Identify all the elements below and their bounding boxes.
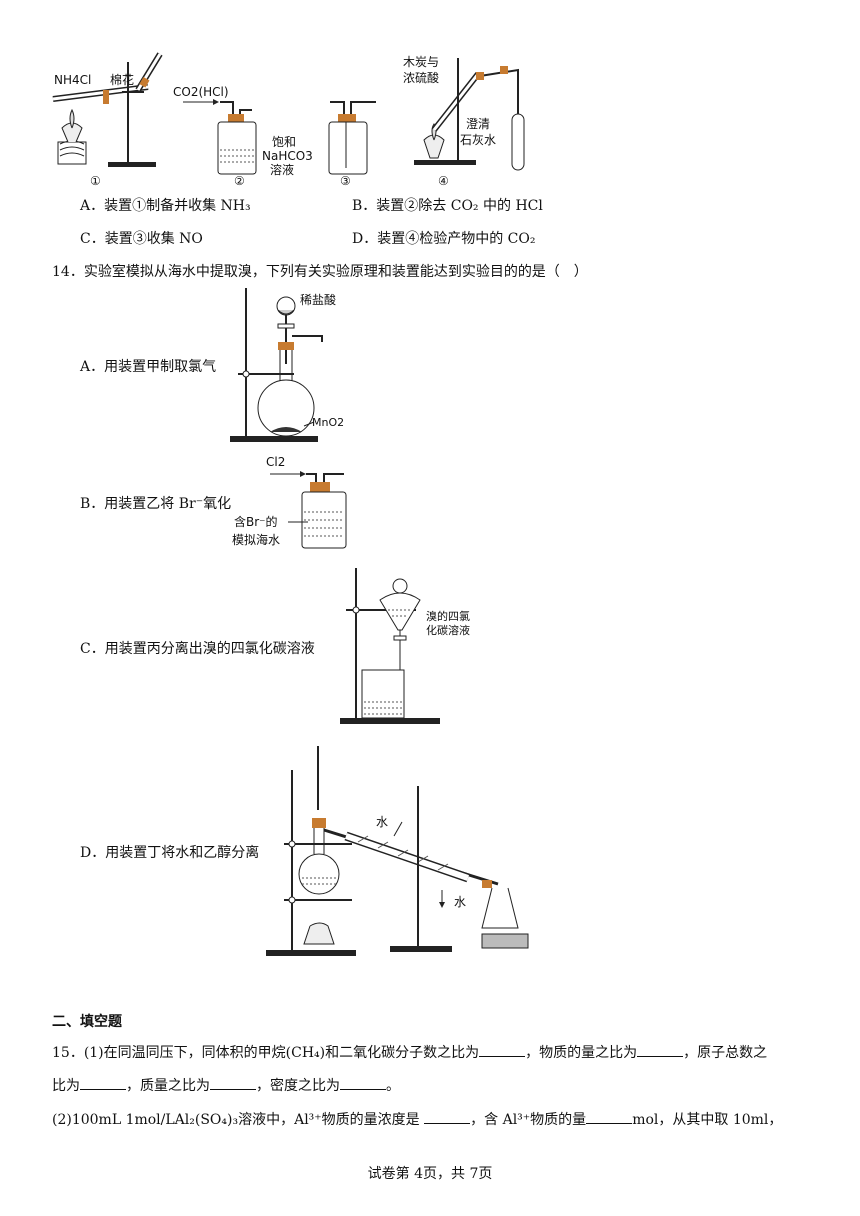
label-saturated: 饱和 [272,134,296,149]
fig4-number: ④ [438,174,449,188]
fig4-charcoal-acid-apparatus: 木炭与 浓硫酸 澄清 石灰水 ④ [403,55,525,188]
q15-p2-c: mol，从其中取 10ml， [632,1112,783,1128]
label-water-out: 水 [454,895,466,909]
label-cotton: 棉花 [110,72,134,87]
apparatus-bing-separatory-funnel: 溴的四氯 化碳溶液 [340,568,470,724]
q13-option-d: D．装置④检验产物中的 CO₂ [352,231,536,247]
q15-p1-f: ，密度之比为 [256,1078,340,1094]
blank-density-ratio[interactable] [340,1075,386,1090]
blank-molecule-ratio[interactable] [479,1042,526,1057]
q15-p1-c: ，原子总数之 [683,1045,768,1061]
apparatus-yi-oxidation-bottle: Cl2 含Br⁻的 模拟海水 [232,455,347,549]
page-footer: 试卷第 4页，共 7页 [367,1166,493,1182]
q13-option-a: A．装置①制备并收集 NH₃ [80,198,251,214]
q14-stem: 14．实验室模拟从海水中提取溴，下列有关实验原理和装置能达到实验目的的是（ ） [52,264,588,280]
label-water-in: 水 [376,815,388,829]
blank-mole-ratio[interactable] [637,1042,684,1057]
fig1-number: ① [90,174,101,188]
q15-p2-b: ，含 Al³⁺物质的量 [470,1112,587,1128]
q15-p1-g: 。 [386,1078,400,1094]
label-solution: 溶液 [270,162,294,177]
q15-part1-line1: 15．(1)在同温同压下，同体积的甲烷(CH₄)和二氧化碳分子数之比为 ，物质的量… [52,1042,812,1063]
q15-p1-b: ，物质的量之比为 [525,1045,638,1061]
label-cl2: Cl2 [266,455,285,469]
q15-part1-line2: 比为 ，质量之比为 ，密度之比为 。 [52,1075,812,1096]
q15-p1-e: ，质量之比为 [126,1078,210,1094]
label-clear: 澄清 [466,116,490,131]
label-bromine-ccl4: 溴的四氯 [426,609,470,623]
fig2-number: ② [234,174,245,188]
label-nahco3: NaHCO3 [262,149,313,163]
label-dilute-hcl: 稀盐酸 [300,292,336,307]
q14-option-a: A．用装置甲制取氯气 [80,359,217,375]
q15-p1-d: 比为 [52,1078,80,1094]
q13-option-c: C．装置③收集 NO [80,231,203,247]
apparatus-jia-chlorine-generator: 稀盐酸 MnO2 [230,288,344,442]
q15-p2-a: (2)100mL 1mol/LAl₂(SO₄)₃溶液中，Al³⁺物质的量浓度是 [52,1112,425,1128]
label-charcoal: 木炭与 [403,55,439,69]
q14-option-c: C．用装置丙分离出溴的四氯化碳溶液 [80,641,315,657]
q13-apparatus-figures: NH4Cl 棉花 ① CO2(HCl) 饱和 NaHCO3 溶液 ② ③ 木炭与… [52,52,525,188]
label-limewater: 石灰水 [460,133,496,147]
q15-p1-a: 15．(1)在同温同压下，同体积的甲烷(CH₄)和二氧化碳分子数之比为 [52,1045,480,1061]
q13-option-b: B．装置②除去 CO₂ 中的 HCl [352,198,543,214]
label-solution-ccl4: 化碳溶液 [426,623,470,637]
blank-atom-ratio[interactable] [80,1075,126,1090]
apparatus-ding-distillation: 水 水 [266,746,529,956]
label-conc-acid: 浓硫酸 [403,70,439,85]
q14-option-b: B．用装置乙将 Br⁻氧化 [80,496,232,512]
fig1-nh4cl-heating-apparatus: NH4Cl 棉花 ① [52,52,163,188]
section-title: 二、填空题 [52,1014,122,1030]
blank-al-moles[interactable] [586,1109,633,1124]
q14-option-d: D．用装置丁将水和乙醇分离 [80,845,260,861]
label-co2-hcl: CO2(HCl) [173,85,229,99]
label-simulated-seawater: 模拟海水 [232,532,280,547]
blank-mass-ratio[interactable] [210,1075,256,1090]
blank-al-concentration[interactable] [424,1109,471,1124]
label-seawater-br: 含Br⁻的 [234,514,278,529]
label-nh4cl: NH4Cl [54,73,91,87]
fig3-gas-collection-bottle: ③ [328,101,376,188]
q15-part2-line1: (2)100mL 1mol/LAl₂(SO₄)₃溶液中，Al³⁺物质的量浓度是 … [52,1109,822,1130]
fig2-gas-washing-bottle: CO2(HCl) 饱和 NaHCO3 溶液 ② [173,85,313,188]
fig3-number: ③ [340,174,351,188]
label-mno2: MnO2 [312,416,344,429]
